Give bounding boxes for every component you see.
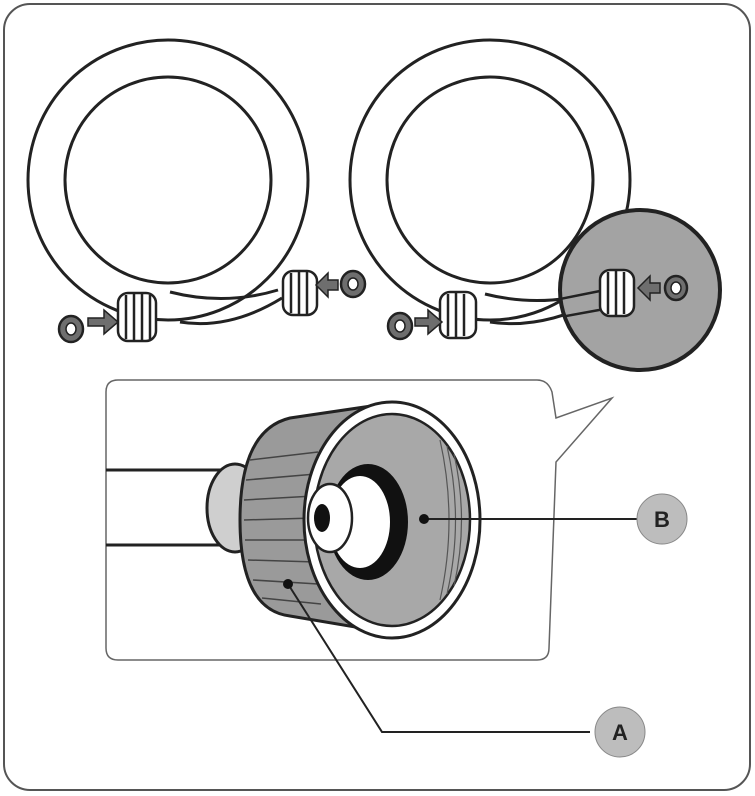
rubber-washer-icon — [341, 271, 365, 297]
callout-b-label: B — [654, 507, 670, 532]
leader-dot-a — [283, 579, 293, 589]
connector-left-1 — [118, 293, 156, 341]
connector-left-2 — [283, 271, 317, 315]
rubber-washer-icon — [59, 316, 83, 342]
callout-a-label: A — [612, 720, 628, 745]
callout-a: A — [595, 707, 645, 757]
connector-right-1 — [440, 292, 476, 338]
leader-dot-b — [419, 514, 429, 524]
rubber-washer-icon — [388, 313, 412, 339]
callout-b: B — [637, 494, 687, 544]
